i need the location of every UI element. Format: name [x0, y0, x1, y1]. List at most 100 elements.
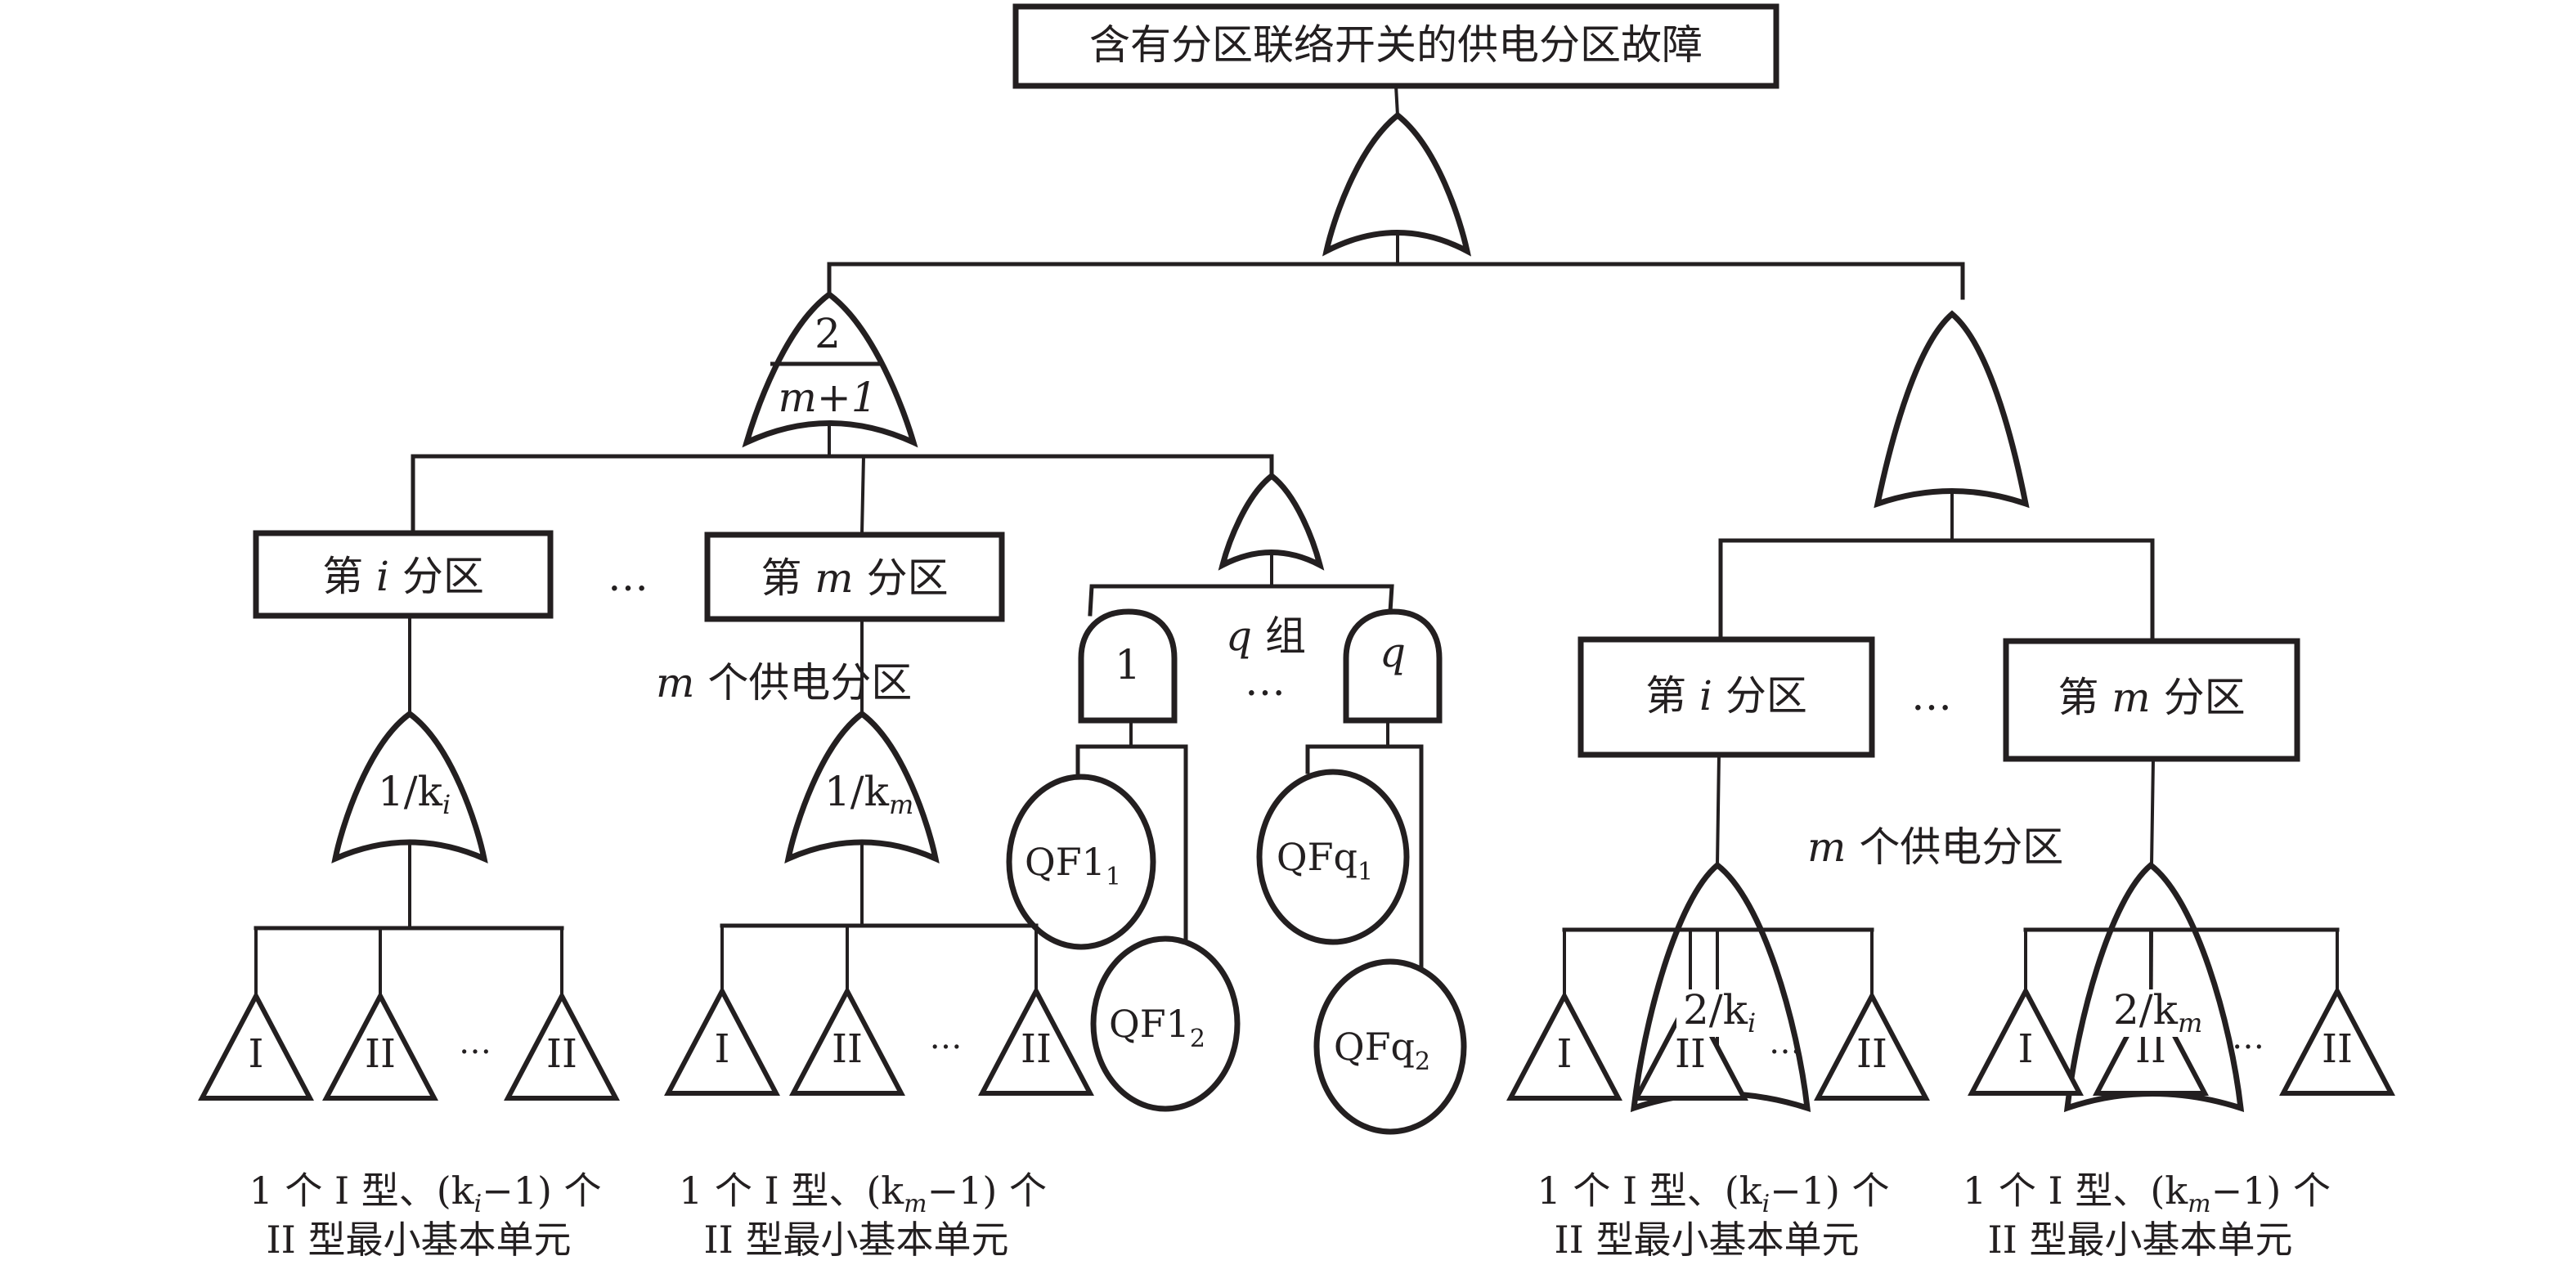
unit-type-label: II — [1675, 1031, 1706, 1077]
unit-caption-line1: 1 个 I 型、(km−1) 个 — [679, 1169, 1047, 1218]
transfer-triangle-type-2 — [789, 985, 905, 1096]
or-gate-switch-groups — [1218, 472, 1325, 571]
svg-text:QFq2: QFq2 — [1334, 1025, 1430, 1076]
unit-caption-line1: 1 个 I 型、(ki−1) 个 — [1537, 1169, 1889, 1218]
partition-box-i-left: 第 i 分区 — [253, 530, 554, 619]
caption-sub: i — [474, 1190, 482, 1218]
unit-type-label: II — [1856, 1031, 1887, 1077]
gate-numerator: 2 — [815, 310, 841, 357]
partition-label: 第 m 分区 — [761, 554, 948, 602]
unit-caption-line2: II 型最小基本单元 — [1555, 1218, 1860, 1262]
switch-group-count: q 组 — [1226, 612, 1306, 660]
switch-group-bus — [1088, 584, 1394, 617]
or-gate-right — [1874, 310, 2030, 509]
or-gate-top — [1322, 111, 1472, 257]
caption-pre: 1 个 I 型、(k — [679, 1169, 904, 1213]
transfer-triangle-type-2 — [2093, 985, 2209, 1096]
top-bus — [827, 262, 1965, 300]
basic-event-qf1-2: QF12 — [1090, 935, 1241, 1112]
svg-text:QF11: QF11 — [1025, 840, 1121, 891]
and-gate-1-bus — [1075, 744, 1188, 949]
transfer-triangle-type-1 — [198, 990, 314, 1101]
label-backdrop — [1676, 989, 1766, 1037]
connector — [2150, 758, 2155, 866]
and-gate-q — [1343, 608, 1443, 724]
unit-caption-line2: II 型最小基本单元 — [1988, 1218, 2293, 1262]
caption-pre: 1 个 I 型、(k — [249, 1169, 474, 1213]
unit-type-label: I — [1557, 1031, 1573, 1077]
gate-denominator: m+1 — [778, 374, 877, 421]
basic-event-qf1-1: QF11 — [1006, 774, 1156, 950]
unit-type-label: I — [715, 1026, 730, 1072]
partition-label: 第 i 分区 — [1645, 672, 1807, 720]
and-gate-label: 1 — [1115, 641, 1141, 689]
right-gate-labels: 2/ki 2/km — [1676, 986, 2205, 1038]
ellipsis: … — [608, 553, 648, 600]
caption-post: −1) 个 — [2211, 1169, 2331, 1213]
partition-box-m-left: 第 m 分区 — [704, 532, 1005, 622]
connector — [1394, 85, 1399, 116]
label-backdrop — [2108, 989, 2205, 1037]
transfer-triangle-type-2 — [2279, 985, 2395, 1096]
transfer-triangle-type-2 — [978, 985, 1094, 1096]
unit-caption-line2: II 型最小基本单元 — [267, 1218, 572, 1262]
gate-label: 2/ki — [1683, 986, 1756, 1038]
svg-text:QF12: QF12 — [1109, 1002, 1205, 1053]
unit-type-label: II — [832, 1026, 863, 1072]
voting-gate-2-of-m-plus-1 — [742, 290, 918, 448]
partition-box-i-right: 第 i 分区 — [1577, 636, 1875, 758]
svg-text:QFq1: QFq1 — [1277, 835, 1373, 886]
gate-label: 1/km — [824, 768, 913, 820]
transfer-triangle-type-2 — [1632, 990, 1748, 1101]
ellipsis: … — [2232, 1019, 2264, 1056]
transfer-triangle-type-1 — [1968, 985, 2084, 1096]
gate-label: 2/km — [2113, 986, 2202, 1038]
transfer-triangle-type-1 — [664, 985, 780, 1096]
basic-event-qfq-1: QFq1 — [1256, 769, 1410, 945]
ellipsis: … — [1769, 1024, 1802, 1061]
unit-type-label: II — [365, 1031, 396, 1077]
unit-caption-line2: II 型最小基本单元 — [704, 1218, 1009, 1262]
caption-post: −1) 个 — [482, 1169, 601, 1213]
unit-type-label: II — [2322, 1026, 2353, 1072]
right-bus — [1718, 538, 2155, 644]
caption-post: −1) 个 — [1770, 1169, 1889, 1213]
unit-type-label: II — [1021, 1026, 1052, 1072]
group-note-left: m 个供电分区 — [656, 659, 912, 707]
top-event: 含有分区联络开关的供电分区故障 — [1012, 3, 1779, 89]
ellipsis: … — [930, 1019, 963, 1056]
caption-pre: 1 个 I 型、(k — [1963, 1169, 2188, 1213]
partition-label: 第 m 分区 — [2058, 674, 2245, 721]
caption-pre: 1 个 I 型、(k — [1537, 1169, 1762, 1213]
unit-type-label: I — [2018, 1026, 2034, 1072]
transfer-triangle-type-2 — [1814, 990, 1930, 1101]
ellipsis: … — [1245, 657, 1286, 705]
connector — [860, 455, 865, 534]
top-event-label: 含有分区联络开关的供电分区故障 — [1089, 21, 1703, 69]
ellipsis: … — [1911, 672, 1952, 720]
caption-sub: i — [1762, 1190, 1770, 1218]
transfer-triangle-type-2 — [504, 990, 620, 1101]
and-gate-1 — [1078, 608, 1178, 724]
unit-caption-line1: 1 个 I 型、(km−1) 个 — [1963, 1169, 2331, 1218]
connector — [1716, 754, 1721, 866]
gate-label: 1/ki — [378, 768, 451, 820]
left-bus — [411, 454, 1274, 536]
unit-type-label: II — [546, 1031, 577, 1077]
partition-box-m-right: 第 m 分区 — [2003, 638, 2300, 762]
unit-type-label: I — [249, 1031, 264, 1077]
caption-sub: m — [904, 1190, 927, 1218]
unit-caption-line1: 1 个 I 型、(ki−1) 个 — [249, 1169, 601, 1218]
and-gate-q-bus — [1305, 744, 1424, 969]
partition-label: 第 i 分区 — [322, 553, 484, 600]
and-gate-label: q — [1380, 629, 1406, 676]
caption-sub: m — [2188, 1190, 2210, 1218]
transfer-triangle-type-2 — [322, 990, 438, 1101]
transfer-triangle-type-1 — [1506, 990, 1622, 1101]
ellipsis: … — [459, 1024, 491, 1061]
